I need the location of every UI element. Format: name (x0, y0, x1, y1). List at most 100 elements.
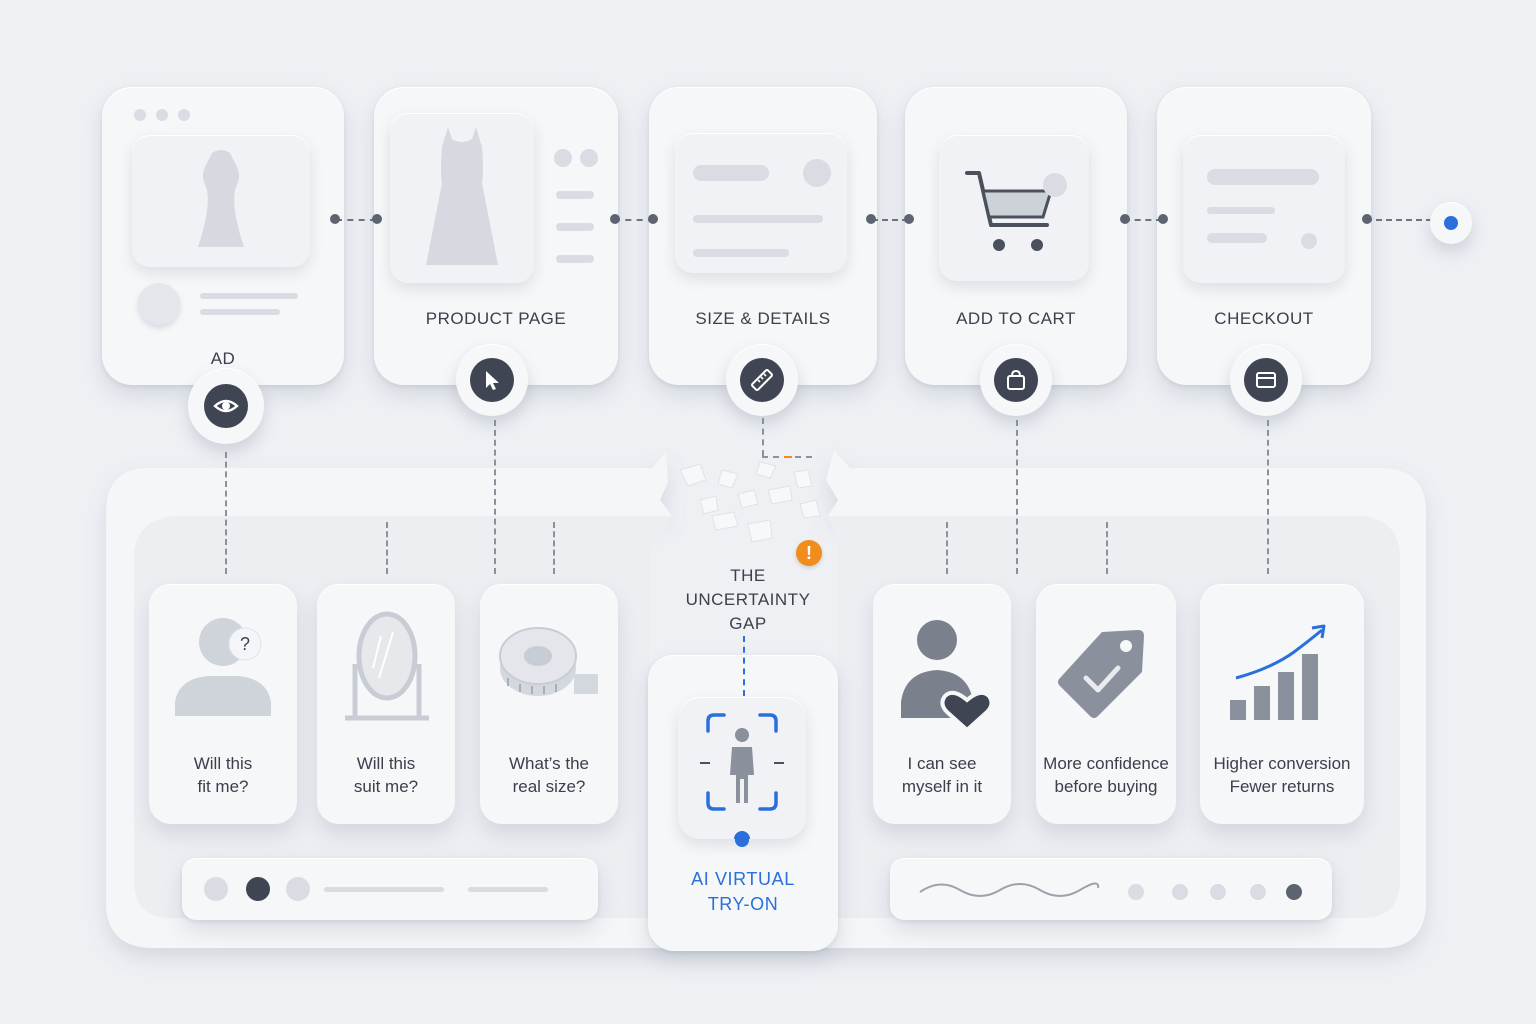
step-label: SIZE & DETAILS (695, 309, 831, 328)
carousel-dot[interactable] (1210, 884, 1226, 900)
gap-title-line: GAP (729, 614, 767, 633)
text-line (556, 255, 594, 263)
price-tag-check-icon (1058, 630, 1144, 718)
product-image-frame (390, 113, 534, 283)
outcome-card-see-myself[interactable]: I can see myself in it (873, 584, 1011, 824)
connector-node (372, 214, 382, 224)
outcome-card-confidence[interactable]: More confidence before buying (1036, 584, 1176, 824)
step-card-add-to-cart[interactable]: ADD TO CART (905, 87, 1127, 385)
caption-line: before buying (1054, 777, 1158, 796)
tape-measure-icon (499, 627, 598, 696)
step-card-product-page[interactable]: PRODUCT PAGE (374, 87, 618, 385)
connector (494, 420, 496, 574)
svg-text:?: ? (240, 634, 250, 654)
outcome-caption: I can see myself in it (873, 752, 1011, 798)
person-heart-icon (901, 620, 993, 728)
credit-card-icon (1256, 372, 1276, 388)
caption-line: More confidence (1043, 754, 1169, 773)
question-card-suit[interactable]: Will this suit me? (317, 584, 455, 824)
question-caption: Will this fit me? (149, 752, 297, 798)
connector (784, 456, 792, 458)
ruler-icon (751, 369, 773, 391)
question-caption: Will this suit me? (317, 752, 455, 798)
outcome-caption: More confidence before buying (1036, 752, 1176, 798)
gap-title-line: UNCERTAINTY (685, 590, 811, 609)
gap-title-line: THE (730, 566, 766, 585)
broken-fragments (679, 461, 821, 543)
caption-line: Will this (193, 754, 253, 773)
carousel-dot[interactable] (204, 877, 228, 901)
caption-line: myself in it (901, 777, 983, 796)
caption-line: Fewer returns (1229, 777, 1335, 796)
carousel-dot[interactable] (286, 877, 310, 901)
cursor-icon (486, 371, 499, 390)
question-card-fit[interactable]: ? Will this fit me? (149, 584, 297, 824)
text-line (200, 293, 298, 299)
outcome-card-conversion[interactable]: Higher conversion Fewer returns (1200, 584, 1364, 824)
swatch-dot (554, 149, 572, 167)
ad-image-frame (132, 135, 310, 267)
shopping-bag-icon (1007, 369, 1025, 390)
connector-node (610, 214, 620, 224)
eye-icon (213, 399, 239, 413)
step-badge[interactable] (980, 344, 1052, 416)
connector (614, 219, 654, 221)
connector-node (904, 214, 914, 224)
scan-frame (678, 697, 806, 847)
connector (1124, 219, 1162, 221)
step-label: PRODUCT PAGE (425, 309, 567, 328)
caption-line: fit me? (197, 777, 249, 796)
step-label: AD (210, 349, 236, 368)
connector-node (330, 214, 340, 224)
step-badge[interactable] (456, 344, 528, 416)
carousel-dot-active[interactable] (246, 877, 270, 901)
connector (386, 522, 388, 574)
swatch-dot (803, 159, 831, 187)
dress-form-icon (198, 150, 244, 247)
ai-virtual-try-on-card[interactable]: AI VIRTUAL TRY-ON (648, 655, 838, 951)
step-card-ad[interactable]: AD (102, 87, 344, 385)
swatch-dot (1301, 233, 1317, 249)
connector-node (866, 214, 876, 224)
avatar (138, 283, 180, 325)
connector (225, 452, 227, 574)
text-line (693, 165, 769, 181)
dress-icon (426, 127, 498, 265)
step-card-size-details[interactable]: SIZE & DETAILS (649, 87, 877, 385)
carousel-dot-active[interactable] (1286, 884, 1302, 900)
carousel-bar-right (890, 858, 1332, 920)
text-line (693, 249, 789, 257)
end-point (1430, 202, 1472, 244)
ai-title: AI VIRTUAL TRY-ON (648, 867, 838, 917)
step-badge[interactable] (188, 368, 264, 444)
scan-indicator (735, 833, 749, 847)
carousel-dot[interactable] (1172, 884, 1188, 900)
step-badge[interactable] (1230, 344, 1302, 416)
step-badge[interactable] (726, 344, 798, 416)
text-line (1207, 233, 1267, 243)
text-line (693, 215, 823, 223)
caption-line: I can see (907, 754, 977, 773)
connector (1366, 219, 1432, 221)
mirror-icon (345, 611, 429, 721)
text-line (556, 191, 594, 199)
carousel-dot[interactable] (1128, 884, 1144, 900)
swatch-dot (580, 149, 598, 167)
connector-node (1158, 214, 1168, 224)
step-card-checkout[interactable]: CHECKOUT (1157, 87, 1371, 385)
carousel-bar-left (182, 858, 598, 920)
progress-line (468, 887, 548, 892)
connector-node (648, 214, 658, 224)
progress-line (324, 887, 444, 892)
text-line (1207, 169, 1319, 185)
connector (762, 418, 764, 456)
question-caption: What’s the real size? (480, 752, 618, 798)
carousel-dot[interactable] (1250, 884, 1266, 900)
step-label: CHECKOUT (1214, 309, 1314, 328)
ai-title-line: TRY-ON (707, 894, 779, 914)
connector (1016, 420, 1018, 574)
person-question-icon: ? (175, 618, 271, 716)
body-scan-icon (700, 713, 784, 847)
connector-node (1362, 214, 1372, 224)
question-card-size[interactable]: What’s the real size? (480, 584, 618, 824)
